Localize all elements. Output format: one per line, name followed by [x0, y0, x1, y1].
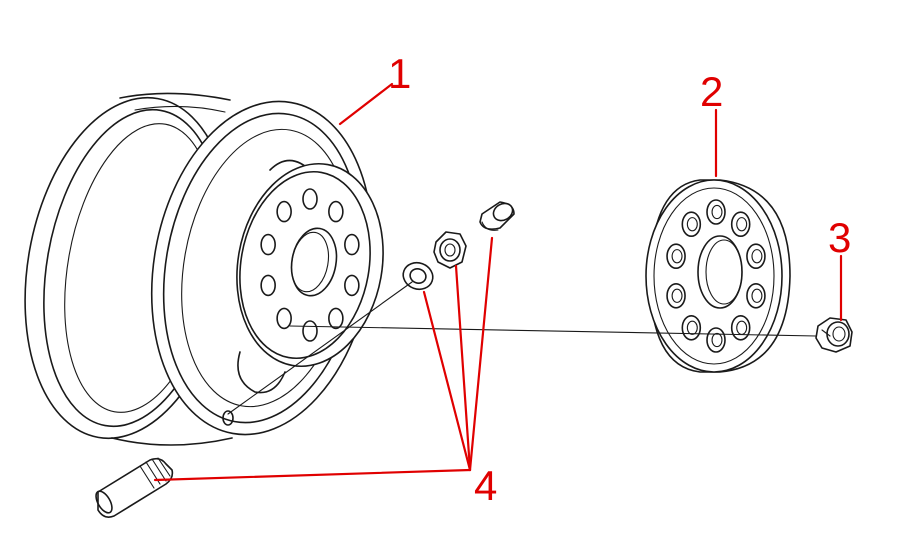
rim-bolt-hole	[328, 307, 344, 330]
wheel-rim	[24, 92, 384, 446]
spacer-stud-hole	[666, 243, 686, 270]
callout-2: 2	[700, 68, 723, 115]
spacer-stud-hole-bore	[686, 217, 698, 232]
leader-1	[338, 82, 394, 126]
rim-bolt-hole	[344, 233, 360, 256]
spacer-stud-hole-bore	[671, 288, 683, 303]
spacer-stud-hole	[681, 211, 702, 238]
spacer-stud-holes	[666, 199, 766, 353]
leader-4b	[422, 290, 472, 472]
rim-bolt-hole	[302, 320, 318, 342]
spacer-plate	[645, 179, 791, 373]
valve-stem	[95, 457, 174, 518]
valve-nut	[433, 231, 467, 269]
rim-bolt-hole	[344, 274, 360, 297]
spacer-stud-hole-bore	[711, 332, 723, 348]
spacer-stud-hole	[746, 243, 766, 270]
spacer-stud-hole	[666, 282, 686, 309]
leader-4a	[153, 468, 472, 482]
callout-3: 3	[828, 214, 851, 261]
leader-lines	[153, 82, 843, 482]
spacer-stud-hole	[730, 314, 751, 341]
spacer-stud-hole-bore	[751, 288, 763, 303]
callout-4: 4	[474, 462, 497, 509]
valve-cap	[479, 201, 515, 231]
spacer-stud-hole	[706, 199, 726, 225]
rim-bolt-holes	[260, 188, 360, 342]
leader-4c	[454, 264, 472, 472]
wheel-nut	[815, 317, 853, 353]
leader-4d	[468, 236, 494, 472]
spacer-stud-hole-bore	[711, 204, 723, 220]
spacer-stud-hole	[746, 282, 766, 309]
washer	[402, 261, 434, 291]
spacer-stud-hole-bore	[686, 320, 698, 335]
spacer-stud-hole-bore	[736, 217, 748, 232]
spacer-stud-hole-bore	[671, 249, 683, 264]
callout-1: 1	[388, 50, 411, 97]
rim-bolt-hole	[276, 307, 292, 330]
rim-bolt-hole	[328, 200, 344, 223]
spacer-stud-hole-bore	[751, 249, 763, 264]
rim-bolt-hole	[260, 233, 276, 256]
rim-bolt-hole	[260, 274, 276, 297]
rim-bolt-hole	[276, 200, 292, 223]
spacer-stud-hole	[730, 211, 751, 238]
assembly-lines	[227, 281, 817, 415]
rim-bolt-hole	[302, 188, 318, 210]
